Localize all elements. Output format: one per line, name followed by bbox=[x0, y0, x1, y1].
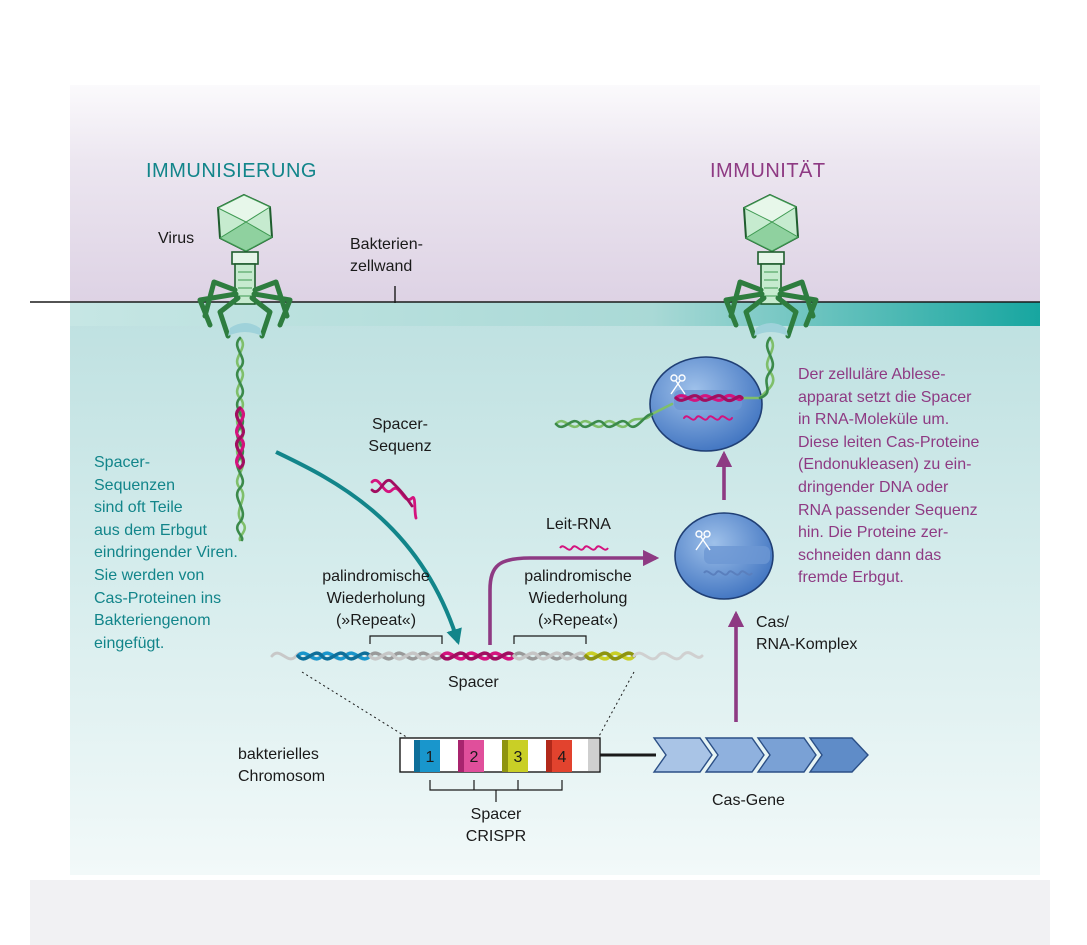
spacer-sequence-fragment bbox=[370, 478, 418, 520]
right-text-line-3: in RNA-Moleküle um. bbox=[798, 411, 950, 429]
right-text-line-5: (Endonukleasen) zu ein- bbox=[798, 456, 972, 474]
viral-dna-right bbox=[554, 336, 775, 429]
virus-label: Virus bbox=[158, 230, 195, 247]
spacer-sequenz-label: Spacer- Sequenz bbox=[340, 414, 460, 458]
immunity-complex bbox=[649, 356, 763, 452]
crispr-dna-strip bbox=[270, 651, 704, 661]
leit-rna-squiggle bbox=[559, 545, 609, 551]
right-text-line-4: Diese leiten Cas-Proteine bbox=[798, 433, 980, 451]
spacer-sequenz-line-2: Sequenz bbox=[368, 438, 432, 455]
heading-immunisierung: IMMUNISIERUNG bbox=[146, 160, 317, 182]
repeat-right-label: palindromische Wiederholung (»Repeat«) bbox=[508, 566, 648, 632]
spacer-number-2: 2 bbox=[469, 749, 479, 766]
chromosom-label: bakterielles Chromosom bbox=[238, 744, 325, 788]
repeat-left-line-3: (»Repeat«) bbox=[335, 612, 417, 629]
spacer-number-4: 4 bbox=[557, 749, 567, 766]
right-text-line-2: apparat setzt die Spacer bbox=[798, 388, 972, 406]
viral-dna-left bbox=[235, 336, 247, 542]
left-text-line-6: Sie werden von bbox=[94, 566, 205, 584]
repeat-left-label: palindromische Wiederholung (»Repeat«) bbox=[306, 566, 446, 632]
right-explanation: Der zelluläre Ablese- apparat setzt die … bbox=[798, 364, 1038, 590]
crispr-line-1: Spacer bbox=[470, 806, 522, 823]
heading-immunitaet: IMMUNITÄT bbox=[710, 160, 826, 182]
repeat-bracket-right bbox=[513, 635, 587, 644]
cytoplasm-background bbox=[70, 320, 1040, 875]
chromosom-line-2: Chromosom bbox=[238, 768, 326, 785]
insertion-arrow bbox=[275, 450, 462, 646]
zellwand-line-2: zellwand bbox=[350, 258, 413, 275]
repeat-right-line-2: Wiederholung bbox=[528, 590, 628, 607]
scissors-icon-upper bbox=[670, 374, 686, 395]
repeat-bracket-left bbox=[369, 635, 443, 644]
crispr-line-2: CRISPR bbox=[465, 828, 527, 845]
right-text-line-1: Der zelluläre Ablese- bbox=[798, 366, 946, 383]
spacer-label: Spacer bbox=[448, 674, 499, 691]
crispr-locus bbox=[399, 737, 601, 773]
cas-gene-label: Cas-Gene bbox=[712, 792, 785, 809]
outside-background bbox=[70, 85, 1040, 305]
cas-genes bbox=[652, 737, 869, 773]
right-text-line-8: hin. Die Proteine zer- bbox=[798, 524, 949, 542]
spacer-sequenz-line-1: Spacer- bbox=[371, 416, 429, 433]
left-text-line-2: Sequenzen bbox=[94, 476, 175, 494]
left-text-line-4: aus dem Erbgut bbox=[94, 521, 207, 539]
repeat-right-line-3: (»Repeat«) bbox=[537, 612, 619, 629]
spacer-number-1: 1 bbox=[425, 749, 435, 766]
zellwand-line-1: Bakterien- bbox=[350, 236, 423, 253]
transcription-arrow bbox=[488, 549, 660, 645]
left-text-line-1: Spacer- bbox=[94, 454, 151, 471]
left-text-line-9: eingefügt. bbox=[94, 634, 165, 652]
repeat-right-line-1: palindromische bbox=[524, 568, 632, 585]
zoom-line-left bbox=[301, 671, 409, 739]
right-text-line-6: dringender DNA oder bbox=[798, 478, 949, 496]
cas-rna-complex bbox=[674, 512, 774, 600]
right-text-line-10: fremde Erbgut. bbox=[798, 569, 904, 587]
cas-rna-komplex-label: Cas/ RNA-Komplex bbox=[756, 612, 857, 656]
chromosom-line-1: bakterielles bbox=[238, 746, 319, 763]
bottom-band bbox=[30, 880, 1050, 945]
left-text-line-5: eindringender Viren. bbox=[94, 544, 238, 562]
virus-left bbox=[197, 193, 293, 339]
left-text-line-3: sind oft Teile bbox=[94, 499, 183, 517]
cas-rna-line-2: RNA-Komplex bbox=[756, 636, 858, 653]
zellwand-label: Bakterien- zellwand bbox=[350, 234, 423, 278]
crispr-bracket bbox=[429, 780, 563, 802]
scissors-icon-lower bbox=[695, 530, 711, 551]
left-explanation: Spacer- Sequenzen sind oft Teile aus dem… bbox=[94, 452, 284, 655]
repeat-left-line-2: Wiederholung bbox=[326, 590, 426, 607]
left-text-line-8: Bakteriengenom bbox=[94, 612, 211, 630]
right-text-line-9: schneiden dann das bbox=[798, 546, 942, 564]
right-text-line-7: RNA passender Sequenz bbox=[798, 501, 978, 519]
repeat-left-line-1: palindromische bbox=[322, 568, 430, 585]
cas-rna-line-1: Cas/ bbox=[756, 614, 789, 631]
spacer-number-3: 3 bbox=[513, 749, 523, 766]
leit-rna-label: Leit-RNA bbox=[546, 516, 611, 533]
virus-right bbox=[723, 193, 819, 339]
left-text-line-7: Cas-Proteinen ins bbox=[94, 589, 222, 607]
